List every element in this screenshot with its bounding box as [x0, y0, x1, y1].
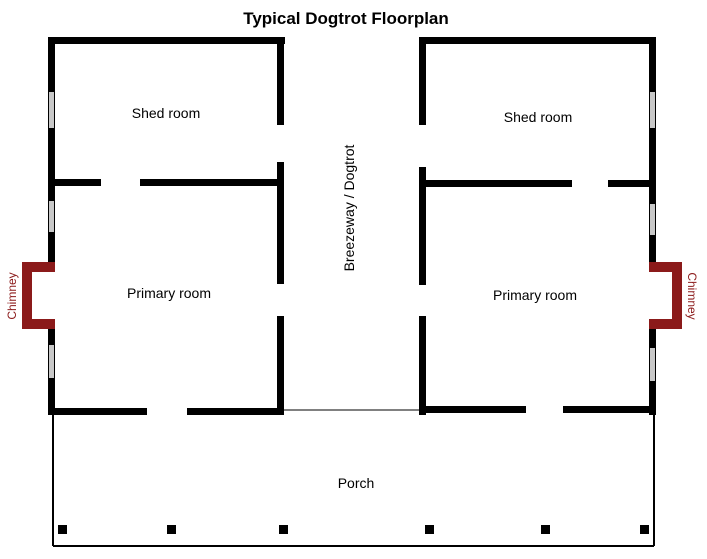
right-cabin-walls — [419, 37, 656, 415]
porch-post — [167, 525, 176, 534]
porch-post — [541, 525, 550, 534]
left-partition-wall-b — [140, 179, 284, 186]
left-cabin-top-wall — [48, 37, 285, 44]
left-primary-inner-wall-upper — [277, 162, 284, 284]
left-front-wall-b — [187, 408, 284, 415]
porch-post — [279, 525, 288, 534]
window — [49, 201, 54, 232]
window — [650, 348, 655, 381]
porch-post — [425, 525, 434, 534]
label-chimney-left: Chimney — [5, 272, 19, 319]
porch-post — [640, 525, 649, 534]
left-primary-inner-wall-lower — [277, 316, 284, 415]
right-partition-wall-a — [419, 180, 572, 187]
right-front-wall-a — [419, 406, 526, 413]
windows — [49, 92, 655, 381]
window — [650, 204, 655, 235]
right-chimney — [649, 262, 682, 329]
label-shed-room-left: Shed room — [132, 105, 200, 121]
label-porch: Porch — [338, 475, 375, 491]
right-shed-inner-wall — [419, 37, 426, 125]
left-front-wall-a — [48, 408, 147, 415]
label-shed-room-right: Shed room — [504, 109, 572, 125]
left-partition-wall-a — [48, 179, 101, 186]
left-cabin-walls — [48, 37, 285, 415]
right-primary-inner-wall-lower — [419, 316, 426, 415]
label-breezeway: Breezeway / Dogtrot — [341, 144, 357, 271]
right-front-wall-b — [563, 406, 656, 413]
label-primary-room-left: Primary room — [127, 285, 211, 301]
label-chimney-right: Chimney — [685, 272, 699, 319]
porch-post — [58, 525, 67, 534]
window — [650, 92, 655, 128]
label-primary-room-right: Primary room — [493, 287, 577, 303]
diagram-title: Typical Dogtrot Floorplan — [243, 9, 449, 28]
porch-outline — [52, 409, 655, 547]
porch-posts — [58, 525, 649, 534]
left-chimney — [22, 262, 55, 329]
window — [49, 92, 54, 128]
right-primary-inner-wall-upper — [419, 167, 426, 285]
window — [49, 345, 54, 378]
left-shed-inner-wall — [277, 37, 284, 125]
right-cabin-top-wall — [419, 37, 656, 44]
right-partition-wall-b — [608, 180, 656, 187]
